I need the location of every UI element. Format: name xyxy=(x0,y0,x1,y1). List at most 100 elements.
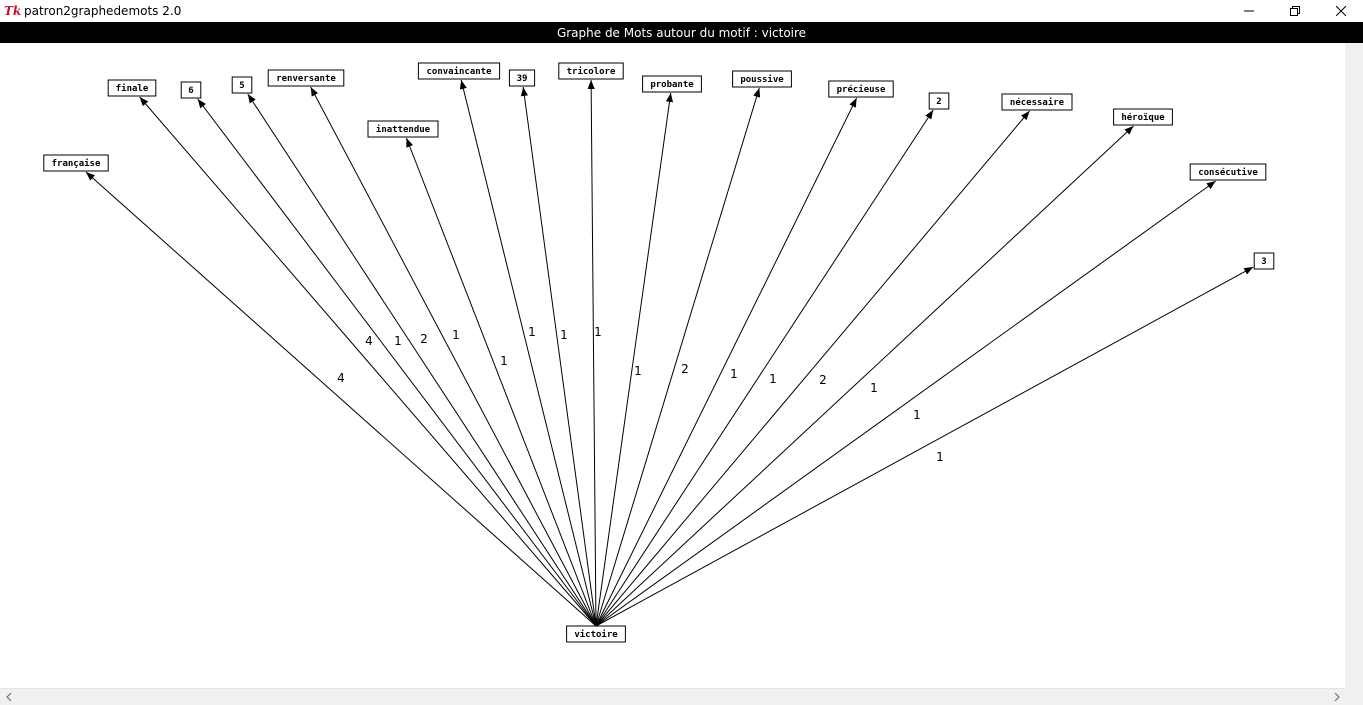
node-0[interactable]: française xyxy=(43,154,109,172)
node-2[interactable]: 6 xyxy=(180,81,202,99)
edge-7 xyxy=(520,86,597,627)
minimize-icon xyxy=(1244,10,1254,12)
node-12-label: 2 xyxy=(936,97,941,107)
node-15[interactable]: consécutive xyxy=(1189,163,1267,181)
tk-feather-icon: Tk xyxy=(4,4,22,18)
edge-13 xyxy=(595,110,1030,627)
node-5-box xyxy=(367,120,439,138)
edge-weight-11: 1 xyxy=(730,367,738,381)
node-14-label: héroïque xyxy=(1121,112,1165,123)
window-title: patron2graphedemots 2.0 xyxy=(24,4,182,18)
node-1[interactable]: finale xyxy=(107,79,157,97)
node-2-box xyxy=(180,81,202,99)
node-7-box xyxy=(508,69,536,87)
close-button[interactable] xyxy=(1318,0,1363,22)
edge-weight-4: 1 xyxy=(452,328,460,342)
node-1-label: finale xyxy=(116,83,149,94)
node-5[interactable]: inattendue xyxy=(367,120,439,138)
node-13-label: nécessaire xyxy=(1010,97,1065,108)
title-bar: Tk patron2graphedemots 2.0 xyxy=(0,0,1363,22)
edge-weight-12: 1 xyxy=(769,372,777,386)
node-16[interactable]: 3 xyxy=(1253,252,1275,270)
edge-weight-15: 1 xyxy=(913,408,921,422)
node-2-label: 6 xyxy=(188,86,193,96)
edge-11 xyxy=(595,97,858,627)
node-9-label: probante xyxy=(650,80,694,90)
node-10[interactable]: poussive xyxy=(732,70,792,88)
center-node-box xyxy=(566,625,626,643)
edge-weight-7: 1 xyxy=(560,328,568,342)
edge-weight-1: 4 xyxy=(365,334,373,348)
vertical-scrollbar[interactable] xyxy=(1345,43,1363,688)
edge-1 xyxy=(139,96,597,627)
graph-title: Graphe de Mots autour du motif : victoir… xyxy=(556,25,807,40)
node-5-label: inattendue xyxy=(376,124,431,135)
edge-10 xyxy=(595,87,761,627)
node-8[interactable]: tricolore xyxy=(558,62,624,80)
close-icon xyxy=(1336,6,1346,16)
node-4[interactable]: renversante xyxy=(267,69,345,87)
node-13-box xyxy=(1001,93,1073,111)
node-0-box xyxy=(43,154,109,172)
node-9[interactable]: probante xyxy=(642,75,702,93)
edge-9 xyxy=(595,92,674,627)
edge-16 xyxy=(595,266,1254,627)
edge-weight-2: 1 xyxy=(394,334,402,348)
node-6-box xyxy=(417,62,501,80)
chevron-right-icon xyxy=(1334,693,1340,701)
edge-weight-10: 2 xyxy=(681,362,689,376)
maximize-icon xyxy=(1290,6,1300,16)
minimize-button[interactable] xyxy=(1226,0,1272,22)
node-11-label: précieuse xyxy=(837,84,886,95)
node-16-box xyxy=(1253,252,1275,270)
scroll-right-button[interactable] xyxy=(1328,689,1345,705)
edge-weight-0: 4 xyxy=(337,371,345,385)
center-node-label: victoire xyxy=(574,629,618,640)
node-6[interactable]: convaincante xyxy=(417,62,501,80)
edge-3 xyxy=(247,93,597,627)
chevron-left-icon xyxy=(5,693,11,701)
edge-weight-9: 1 xyxy=(634,364,642,378)
graph-header: Graphe de Mots autour du motif : victoir… xyxy=(0,22,1363,43)
edge-8 xyxy=(587,79,597,627)
edge-2 xyxy=(197,98,597,627)
edge-6 xyxy=(459,79,597,627)
edge-weight-14: 1 xyxy=(870,381,878,395)
edge-weight-8: 1 xyxy=(594,325,602,339)
edge-14 xyxy=(595,125,1134,627)
node-8-label: tricolore xyxy=(567,66,616,77)
node-7[interactable]: 39 xyxy=(508,69,536,87)
node-14[interactable]: héroïque xyxy=(1113,108,1173,126)
node-3[interactable]: 5 xyxy=(231,76,253,94)
node-8-box xyxy=(558,62,624,80)
node-4-label: renversante xyxy=(276,74,336,84)
edge-0 xyxy=(85,171,597,627)
edge-12 xyxy=(595,109,934,627)
node-16-label: 3 xyxy=(1261,257,1266,267)
scrollbar-corner xyxy=(1345,688,1363,705)
edge-weight-16: 1 xyxy=(936,450,944,464)
node-11-box xyxy=(828,80,894,98)
node-14-box xyxy=(1113,108,1173,126)
maximize-button[interactable] xyxy=(1272,0,1318,22)
node-4-box xyxy=(267,69,345,87)
node-3-label: 5 xyxy=(239,81,244,91)
node-13[interactable]: nécessaire xyxy=(1001,93,1073,111)
node-10-box xyxy=(732,70,792,88)
node-10-label: poussive xyxy=(740,74,784,85)
edge-weight-13: 2 xyxy=(819,373,827,387)
edge-15 xyxy=(595,180,1216,627)
node-11[interactable]: précieuse xyxy=(828,80,894,98)
node-3-box xyxy=(231,76,253,94)
edge-weight-6: 1 xyxy=(528,325,536,339)
node-12-box xyxy=(928,92,950,110)
horizontal-scrollbar[interactable] xyxy=(0,688,1345,705)
center-node[interactable]: victoire xyxy=(566,625,626,643)
node-1-box xyxy=(107,79,157,97)
node-0-label: française xyxy=(52,158,101,169)
node-9-box xyxy=(642,75,702,93)
scroll-left-button[interactable] xyxy=(0,689,17,705)
node-12[interactable]: 2 xyxy=(928,92,950,110)
